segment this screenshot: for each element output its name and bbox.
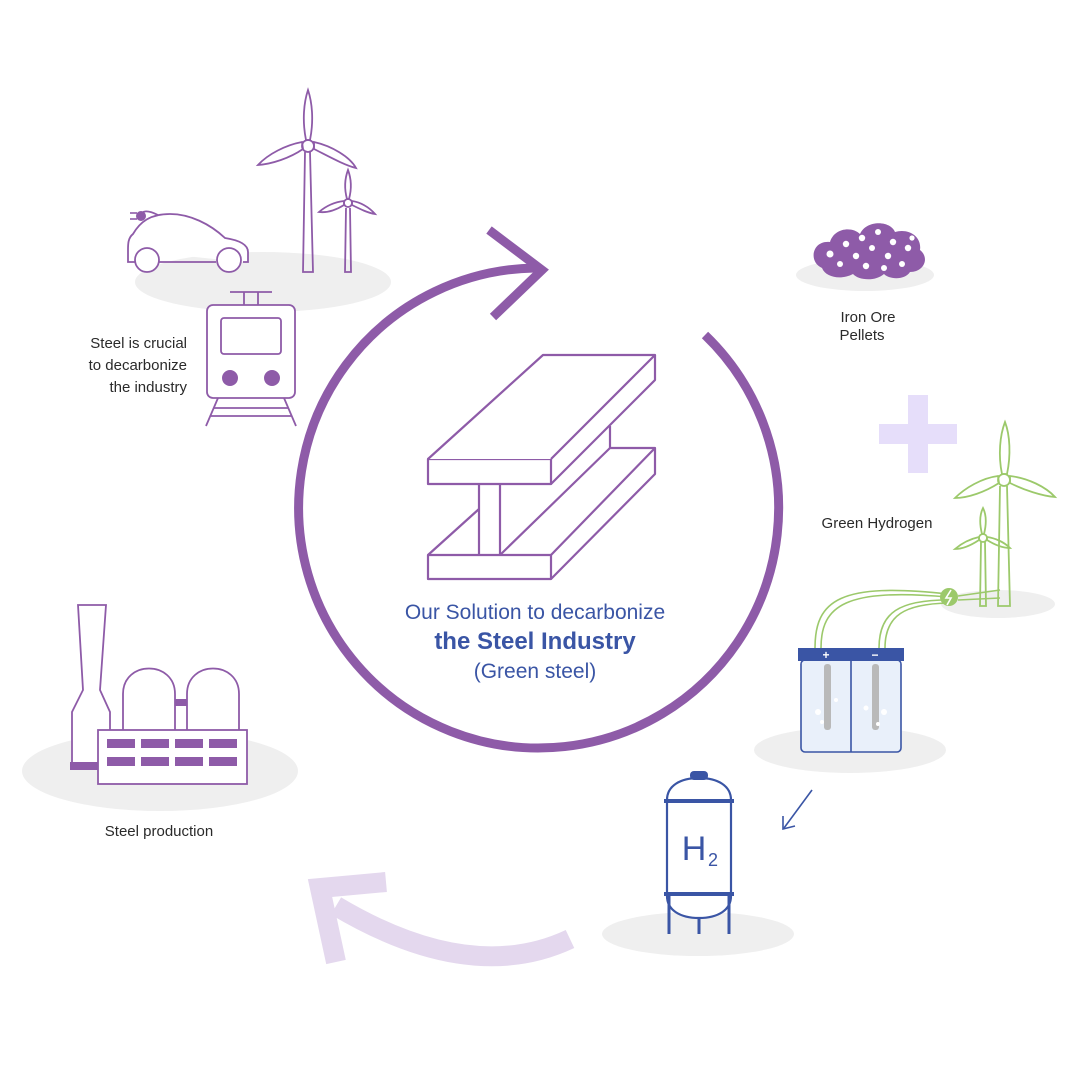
steel-crucial-line1: Steel is crucial [90,335,187,352]
steel-crucial-line3: the industry [109,379,187,396]
iron-ore-label-line2: Pellets [839,327,884,344]
hydrogen-symbol: H [682,830,707,868]
green-wind-turbines-icon [941,419,1058,618]
center-title-line2: the Steel Industry [434,628,636,655]
flow-arrow-small-icon [782,789,813,831]
steel-beam-icon [426,353,657,581]
plus-icon [879,395,957,473]
negative-terminal-label: − [871,648,878,662]
iron-ore-label-line1: Iron Ore [840,309,895,326]
steel-crucial-label: Steel is crucial to decarbonize the indu… [40,333,187,399]
green-hydrogen-label: Green Hydrogen [822,515,933,532]
center-title-line3: (Green steel) [473,660,597,683]
hydrogen-tank-icon [602,771,794,956]
steel-crucial-line2: to decarbonize [88,357,187,374]
mobility-group [127,87,391,427]
electric-car-icon [127,210,249,273]
positive-terminal-label: + [822,648,829,662]
iron-ore-pellets-icon [796,223,934,291]
steel-factory-icon [22,604,298,811]
steel-production-label: Steel production [105,823,213,840]
center-title-line1: Our Solution to decarbonize [404,601,666,624]
return-arrow-icon [307,872,575,967]
purple-wind-turbines-icon [255,87,378,273]
main-cycle-arrow [294,226,784,753]
hydrogen-subscript: 2 [708,850,718,870]
train-icon [205,291,297,427]
electrolyzer-icon [754,588,1001,773]
